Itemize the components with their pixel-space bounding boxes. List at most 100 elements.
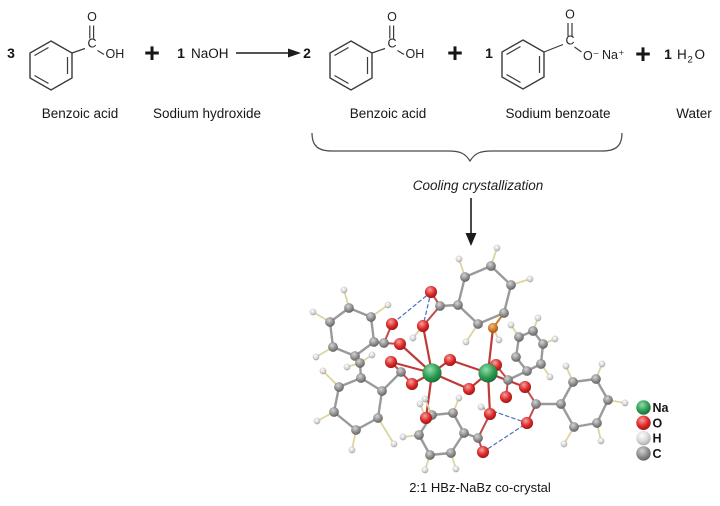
atom-h bbox=[319, 367, 327, 375]
atom-h bbox=[598, 360, 606, 368]
atom-label-C: C bbox=[387, 37, 396, 51]
coefficient-sodium-benzoate: 1 bbox=[485, 45, 493, 61]
legend-label-o: O bbox=[653, 416, 663, 430]
benzene-ring bbox=[501, 39, 545, 90]
atom-c bbox=[435, 301, 446, 312]
atom-o bbox=[385, 317, 399, 331]
atom-h bbox=[551, 335, 559, 343]
carboxyl-bonds bbox=[71, 25, 105, 56]
atom-h bbox=[452, 465, 460, 473]
atom-na bbox=[422, 363, 442, 383]
atom-h bbox=[462, 338, 470, 346]
legend-label-na: Na bbox=[653, 401, 670, 415]
hydrogen-bond bbox=[482, 422, 528, 453]
coefficient-naoh: 1 bbox=[177, 45, 185, 61]
atom-h bbox=[421, 466, 429, 474]
atom-o bbox=[462, 382, 476, 396]
plus-sign: + bbox=[635, 39, 651, 69]
atom-o bbox=[443, 353, 457, 367]
naoh-formula: NaOH bbox=[191, 46, 229, 61]
process-label: Cooling crystallization bbox=[413, 178, 544, 193]
atom-h bbox=[421, 395, 429, 403]
caption: 2:1 HBz-NaBz co-crystal bbox=[409, 480, 551, 495]
atom-c bbox=[592, 418, 603, 429]
arrowhead bbox=[465, 233, 477, 246]
atom-na bbox=[478, 363, 498, 383]
benzoic-acid-structure-reactant: O C OH bbox=[29, 10, 125, 91]
atom-c bbox=[568, 377, 579, 388]
atom-label-OH: OH bbox=[406, 47, 425, 61]
atom-c bbox=[414, 430, 425, 441]
label-sodium-benzoate: Sodium benzoate bbox=[505, 106, 610, 121]
atom-label-O: O bbox=[387, 10, 397, 24]
atom-label-O: O bbox=[565, 8, 575, 22]
atom-h bbox=[390, 440, 398, 448]
sodium-benzoate-structure: O C O⁻ Na⁺ bbox=[501, 8, 625, 90]
atom-c bbox=[460, 272, 471, 283]
legend-ball-h bbox=[636, 430, 651, 446]
atom-o bbox=[393, 337, 407, 351]
atom-c bbox=[453, 300, 464, 311]
coefficient-reactant-benzoic-acid: 3 bbox=[7, 45, 15, 61]
atom-o bbox=[424, 285, 438, 299]
water-O: O bbox=[695, 47, 706, 62]
legend-ball-na bbox=[636, 400, 651, 415]
atom-label-OH: OH bbox=[106, 47, 125, 61]
coefficient-water: 1 bbox=[664, 46, 672, 62]
atom-c bbox=[325, 317, 336, 328]
plus-sign: + bbox=[144, 38, 160, 68]
atom-o bbox=[483, 407, 497, 421]
bond bbox=[377, 417, 395, 445]
atom-c bbox=[377, 386, 388, 397]
aromatic-double-bonds bbox=[334, 46, 369, 85]
atom-label-Na-plus: Na⁺ bbox=[602, 48, 625, 62]
atom-o bbox=[384, 355, 398, 369]
atom-h bbox=[409, 334, 417, 342]
hydrogen-bond bbox=[391, 291, 432, 325]
label-water: Water bbox=[676, 106, 712, 121]
water-H: H bbox=[677, 47, 687, 62]
atom-c bbox=[531, 399, 542, 410]
atom-c bbox=[503, 375, 514, 386]
atom-o bbox=[416, 319, 430, 333]
label-sodium-hydroxide: Sodium hydroxide bbox=[153, 106, 261, 121]
label-benzoic-acid-product: Benzoic acid bbox=[350, 106, 427, 121]
atom-h bbox=[309, 308, 317, 316]
atom-o bbox=[476, 445, 490, 459]
atom-x bbox=[487, 322, 499, 334]
atom-c bbox=[538, 339, 549, 350]
benzoic-acid-structure-product: O C OH bbox=[329, 10, 425, 91]
atom-o bbox=[520, 416, 534, 430]
atom-c bbox=[334, 382, 345, 393]
atom-c bbox=[536, 359, 547, 370]
atom-c bbox=[355, 358, 366, 369]
atom-o bbox=[419, 411, 433, 425]
carboxyl-bonds bbox=[371, 25, 405, 56]
atom-c bbox=[369, 337, 380, 348]
water-formula: 1 H 2 O bbox=[664, 46, 705, 66]
atom-c bbox=[379, 338, 390, 349]
coefficient-product-benzoic-acid: 2 bbox=[303, 45, 311, 61]
atom-c bbox=[344, 303, 355, 314]
atom-h bbox=[560, 440, 568, 448]
aromatic-double-bonds bbox=[34, 46, 69, 85]
atom-c bbox=[514, 332, 525, 343]
atom-c bbox=[366, 312, 377, 323]
legend-label-h: H bbox=[653, 432, 662, 446]
atom-h bbox=[495, 336, 503, 344]
atom-h bbox=[313, 417, 321, 425]
atom-c bbox=[459, 428, 470, 439]
atom-h bbox=[368, 351, 376, 359]
atom-c bbox=[473, 319, 484, 330]
reaction-arrow bbox=[236, 48, 301, 58]
atom-c bbox=[351, 425, 362, 436]
legend-label-c: C bbox=[653, 447, 662, 461]
underbrace bbox=[311, 132, 623, 163]
atom-c bbox=[473, 433, 484, 444]
atom-h bbox=[343, 363, 351, 371]
atom-h bbox=[340, 286, 348, 294]
atom-c bbox=[569, 422, 580, 433]
atom-c bbox=[328, 342, 339, 353]
